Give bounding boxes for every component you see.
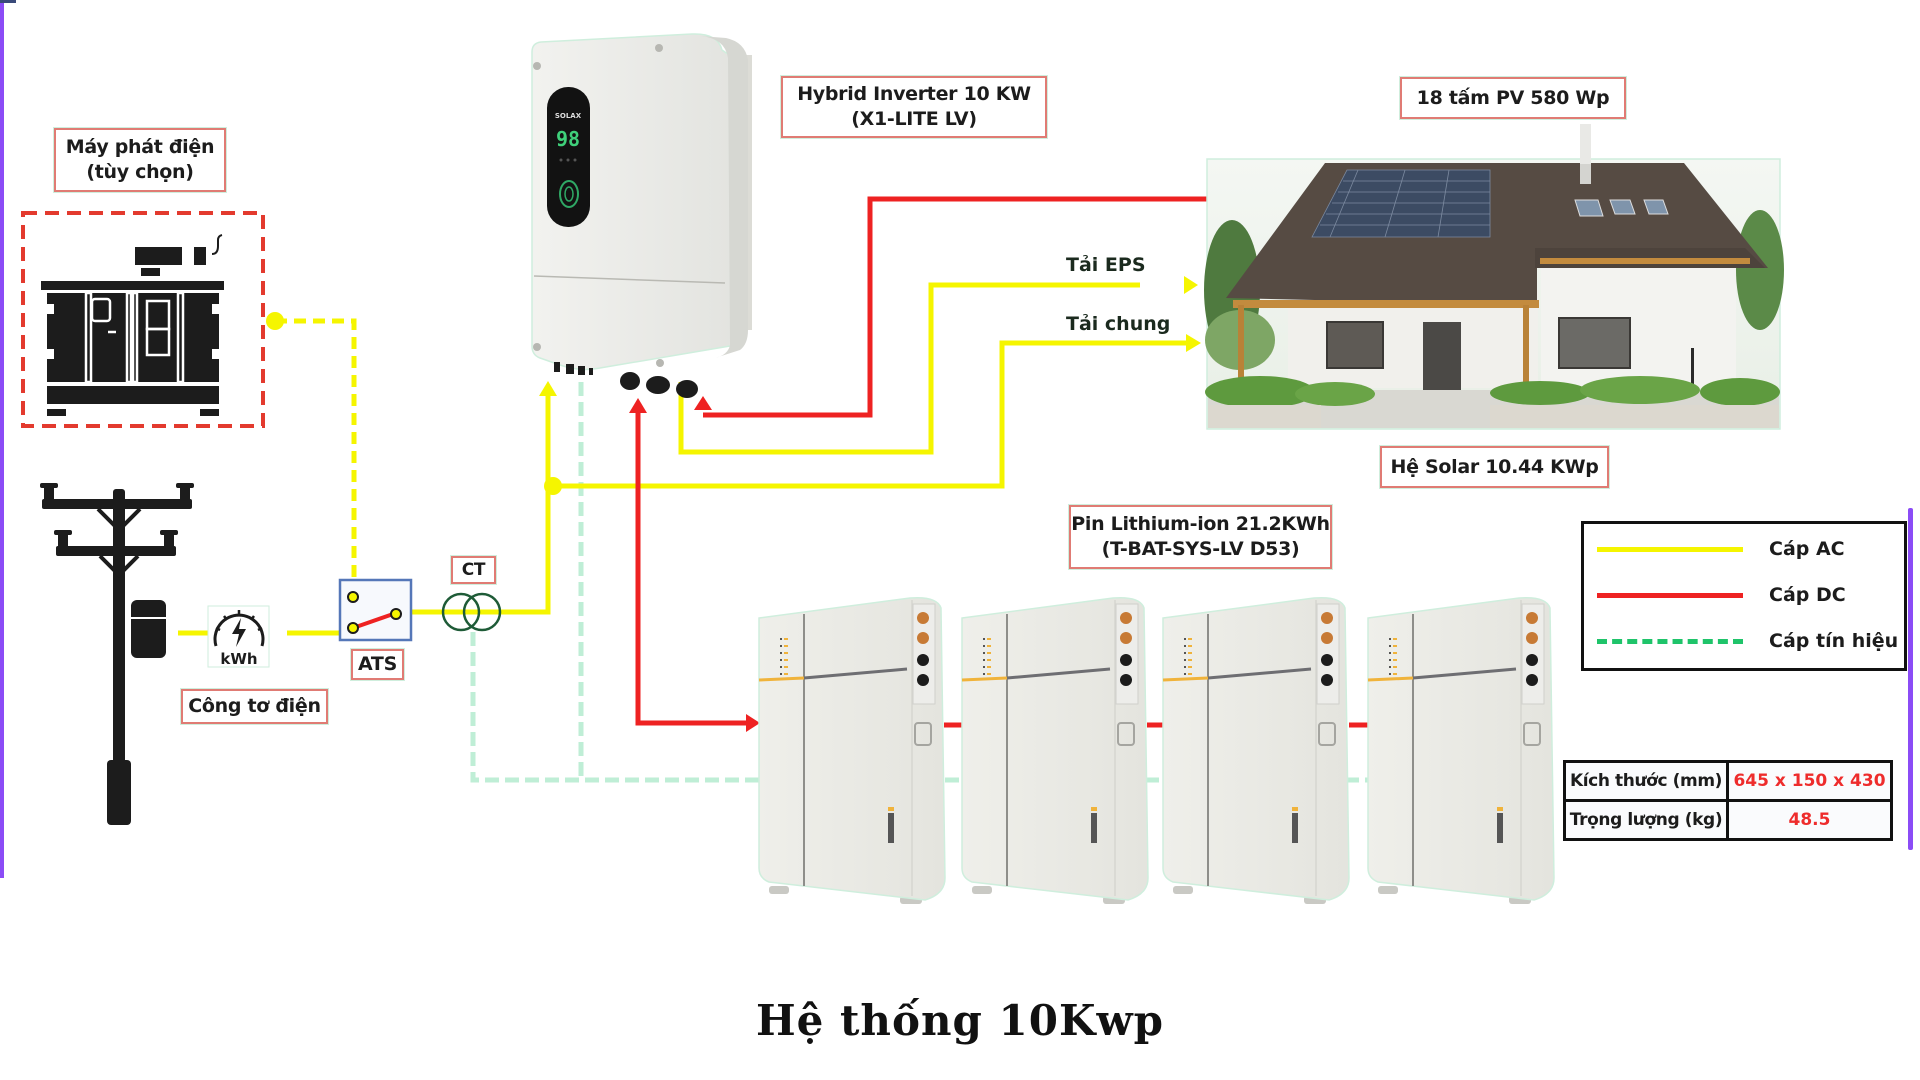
battery-spec-table: Kích thước (mm) 645 x 150 x 430 Trọng lư…	[1563, 760, 1893, 841]
legend-label: Cáp tín hiệu	[1769, 630, 1899, 652]
arrow-right-icon	[746, 714, 760, 732]
inverter-label-line2: (X1-LITE LV)	[851, 108, 977, 130]
table-row: Trọng lượng (kg) 48.5	[1563, 799, 1893, 841]
solar-system-label-text: Hệ Solar 10.44 KWp	[1390, 455, 1599, 478]
arrow-up-icon	[694, 396, 712, 410]
battery-label-line1: Pin Lithium-ion 21.2KWh	[1071, 513, 1330, 535]
right-frame-line	[1908, 508, 1913, 850]
battery-bank	[758, 596, 1555, 904]
spec-value: 645 x 150 x 430	[1726, 760, 1893, 802]
generator	[21, 211, 265, 428]
ct-label-text: CT	[461, 559, 486, 580]
ats-label: ATS	[351, 649, 404, 680]
fingerprint-icon	[559, 180, 579, 208]
battery-unit	[1162, 596, 1350, 904]
inverter-label-line1: Hybrid Inverter 10 KW	[797, 83, 1031, 105]
dc-battery-to-inverter	[635, 410, 748, 726]
spec-key: Kích thước (mm)	[1563, 760, 1729, 802]
arrow-right-icon	[1184, 276, 1198, 294]
ats-label-text: ATS	[358, 653, 397, 675]
dc-arrows	[629, 396, 760, 732]
dc-pv-to-inverter	[703, 196, 1284, 418]
hybrid-inverter-image: SOLAX 98	[531, 33, 752, 398]
current-transformer-icon	[441, 592, 502, 632]
generator-optional-frame	[21, 211, 265, 428]
legend-label: Cáp AC	[1769, 538, 1845, 560]
legend-label: Cáp DC	[1769, 584, 1846, 606]
dc-cables	[635, 196, 1369, 728]
legend-swatch-ac	[1597, 546, 1743, 552]
inverter-reading: 98	[556, 127, 580, 151]
arrow-up-icon	[629, 398, 647, 413]
generator-label: Máy phát điện (tùy chọn)	[54, 128, 226, 192]
generator-label-line1: Máy phát điện	[65, 136, 215, 158]
bolt-icon	[232, 618, 246, 647]
battery-label-line2: (T-BAT-SYS-LV D53)	[1101, 538, 1300, 560]
ac-eps-load	[678, 282, 1140, 455]
electric-meter-icon: kWh	[207, 605, 270, 668]
legend-item-dc: Cáp DC	[1584, 580, 1904, 610]
inverter-brand: SOLAX	[555, 112, 582, 120]
house-with-solar-image	[1204, 124, 1784, 430]
meter-label: Công tơ điện	[181, 689, 328, 724]
legend-swatch-signal	[1597, 638, 1743, 644]
generator-ac-cable	[266, 312, 357, 578]
pv-panels-label: 18 tấm PV 580 Wp	[1400, 77, 1626, 119]
ac-general-load-bus	[548, 340, 1188, 489]
ac-arrows	[539, 276, 1201, 495]
ct-label: CT	[451, 556, 496, 584]
arrow-right-icon	[1186, 334, 1201, 352]
ats-switch-icon	[338, 578, 413, 642]
pv-panels-label-text: 18 tấm PV 580 Wp	[1416, 86, 1610, 109]
eps-load-label: Tải EPS	[1066, 254, 1146, 276]
ac-cables	[178, 282, 1188, 636]
generator-icon	[41, 234, 224, 416]
page-title: Hệ thống 10Kwp	[756, 996, 1164, 1045]
legend-swatch-dc	[1597, 592, 1743, 598]
junction-dot	[544, 477, 562, 495]
utility-pole-icon	[40, 483, 194, 825]
battery-unit	[961, 596, 1149, 904]
ac-ats-to-inverter	[411, 392, 551, 615]
solar-panels	[1311, 169, 1491, 238]
battery-unit	[1367, 596, 1555, 904]
junction-dot	[266, 312, 284, 330]
arrow-up-icon	[539, 381, 557, 396]
battery-unit	[758, 596, 946, 904]
spec-value: 48.5	[1726, 799, 1893, 841]
meter-unit: kWh	[220, 650, 257, 668]
solar-system-label: Hệ Solar 10.44 KWp	[1380, 446, 1609, 488]
frame-corner	[0, 0, 16, 3]
inverter-label: Hybrid Inverter 10 KW (X1-LITE LV)	[781, 76, 1047, 138]
inverter-connectors	[554, 362, 698, 398]
spec-key: Trọng lượng (kg)	[1563, 799, 1729, 841]
general-load-label: Tải chung	[1066, 313, 1171, 335]
inverter-display	[547, 87, 590, 227]
meter-label-text: Công tơ điện	[188, 695, 321, 717]
generator-label-line2: (tùy chọn)	[86, 161, 194, 183]
table-row: Kích thước (mm) 645 x 150 x 430	[1563, 760, 1893, 802]
battery-label: Pin Lithium-ion 21.2KWh (T-BAT-SYS-LV D5…	[1069, 505, 1332, 569]
legend-item-signal: Cáp tín hiệu	[1584, 626, 1904, 656]
legend-item-ac: Cáp AC	[1584, 534, 1904, 564]
left-frame-line	[0, 0, 4, 878]
cable-legend: Cáp AC Cáp DC Cáp tín hiệu	[1581, 521, 1907, 671]
